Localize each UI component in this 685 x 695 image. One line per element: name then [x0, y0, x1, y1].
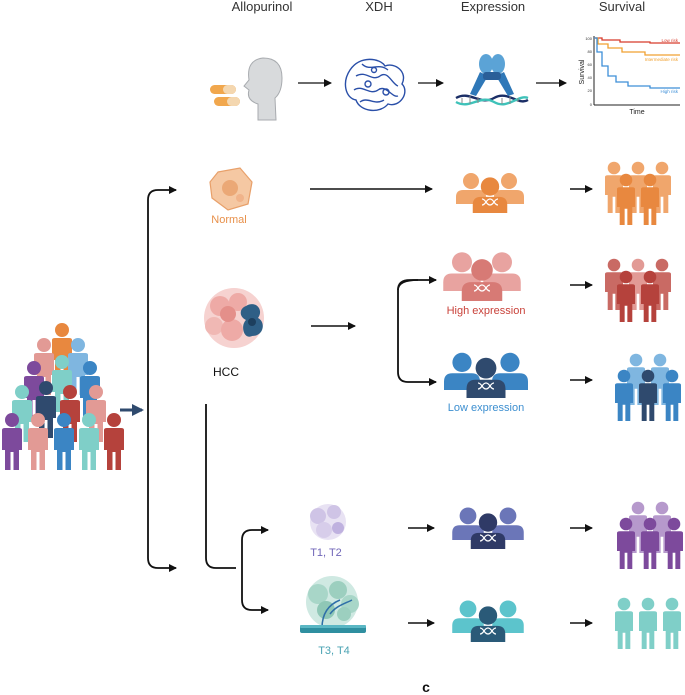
human-head-icon	[243, 57, 283, 121]
t1t2-expression-group	[452, 507, 524, 549]
label-low-expression: Low expression	[448, 402, 524, 414]
label-high-expression: High expression	[447, 305, 526, 317]
label-t3t4: T3, T4	[318, 645, 350, 657]
normal-expression-group	[456, 173, 524, 213]
label-normal: Normal	[211, 214, 246, 226]
high-expression-group	[443, 252, 521, 301]
branch-arrow-t3t4	[241, 568, 269, 614]
t1t2-survival-group	[617, 501, 683, 569]
header-xdh: XDH	[365, 0, 392, 14]
tick-40: 40	[588, 75, 593, 80]
high-risk-curve	[594, 37, 680, 89]
pills-icon	[210, 85, 240, 106]
high-survival-group	[605, 258, 671, 322]
branch-arrow-normal	[147, 186, 177, 410]
label-hcc: HCC	[213, 365, 239, 379]
survival-ylabel: Survival	[579, 59, 586, 84]
branch-arrow-high	[397, 276, 437, 291]
tick-60: 60	[588, 62, 593, 67]
t3t4-expression-group	[452, 600, 524, 642]
survival-xlabel: Time	[629, 109, 644, 116]
branch-arrow-low	[397, 279, 437, 386]
tick-20: 20	[588, 88, 593, 93]
panel-label: c	[422, 679, 430, 695]
stage-connector	[205, 404, 236, 569]
header-allopurinol: Allopurinol	[232, 0, 293, 14]
tick-100: 100	[585, 36, 592, 41]
branch-arrow-stage	[147, 410, 177, 572]
low-survival-group	[615, 353, 681, 421]
tick-0: 0	[590, 102, 593, 107]
t1t2-tumor-icon	[310, 504, 346, 540]
normal-survival-group	[605, 161, 671, 225]
low-expression-group	[444, 352, 528, 398]
survival-curve-plot: 100 80 60 40 20 0 Survival Time Low risk…	[579, 36, 680, 116]
header-survival: Survival	[599, 0, 645, 14]
tick-80: 80	[588, 49, 593, 54]
header-expression: Expression	[461, 0, 525, 14]
legend-low-risk: Low risk	[661, 38, 678, 43]
xdh-protein-icon	[344, 58, 406, 111]
intermediate-risk-curve	[594, 37, 680, 56]
label-t1t2: T1, T2	[310, 547, 342, 559]
t3t4-survival-group	[615, 597, 681, 649]
patient-population-icon	[2, 323, 124, 470]
legend-high-risk: High risk	[660, 89, 678, 94]
normal-cell-icon	[209, 167, 253, 211]
t3t4-tumor-icon	[300, 576, 366, 633]
dna-binding-icon	[455, 54, 529, 106]
branch-arrow-t1t2	[241, 526, 269, 568]
legend-intermediate-risk: Intermediate risk	[645, 57, 679, 62]
low-risk-curve	[594, 37, 680, 44]
hcc-tumor-icon	[204, 288, 264, 348]
